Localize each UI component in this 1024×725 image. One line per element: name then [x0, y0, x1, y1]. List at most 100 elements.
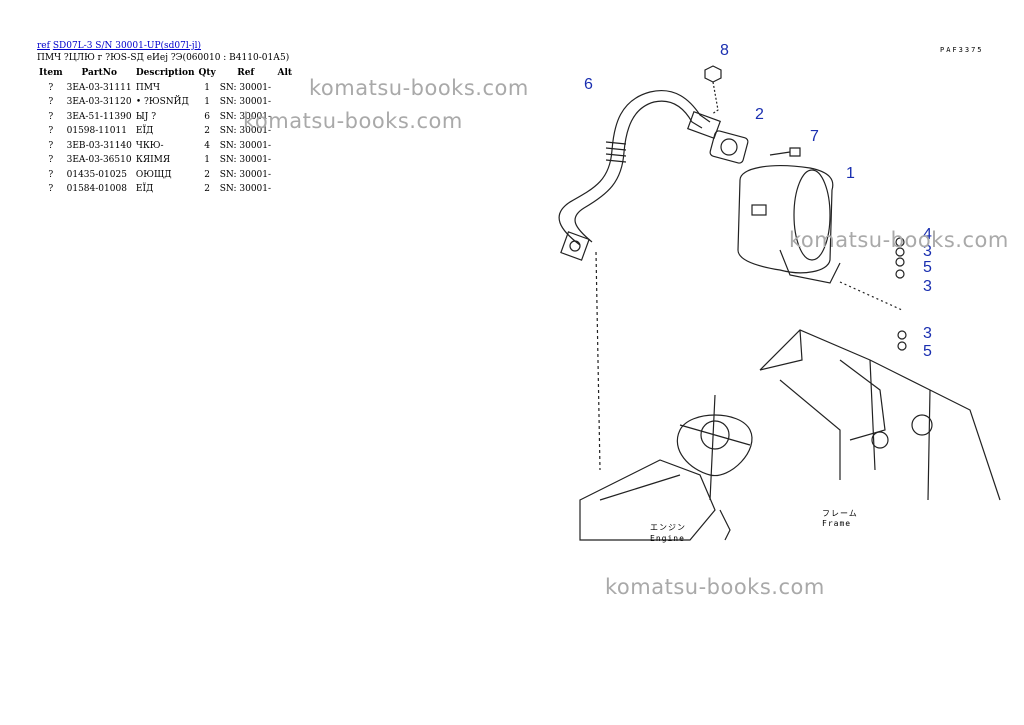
cell-alt: [274, 95, 296, 110]
table-row: ? 01584-01008 ЕЇД 2 SN: 30001-: [37, 182, 296, 197]
frame-label: Frame: [822, 519, 852, 528]
cell-description: ЧКЮ-: [135, 140, 164, 151]
pipe-flange-upper: [686, 110, 722, 140]
cell-qty: 6: [204, 111, 211, 122]
callout-8: 8: [720, 42, 729, 59]
table-row: ? 3EA-51-11390 ЫЈ ? 6 SN: 30001-: [37, 110, 296, 125]
col-header-ref: Ref: [237, 68, 255, 78]
cell-qty: 1: [204, 97, 211, 107]
ref-link[interactable]: ref: [37, 41, 50, 51]
table-row: ? 3EA-03-31120 • ?ЮSNЙД 1 SN: 30001-: [37, 95, 296, 110]
frame: [759, 329, 1001, 501]
watermark: komatsu-books.com: [789, 228, 1009, 252]
table-row: ? 3EA-03-31111 ПМЧ 1 SN: 30001-: [37, 81, 296, 96]
cell-qty: 2: [204, 126, 211, 136]
engine-label-jp: エンジン: [650, 523, 686, 532]
cell-item: ?: [48, 155, 54, 165]
table-row: ? 01435-01025 ОЮЩД 2 SN: 30001-: [37, 168, 296, 183]
table-header-row: Item PartNo Description Qty Ref Alt: [37, 66, 296, 81]
cell-partno: 01584-01008: [66, 184, 127, 194]
cell-qty: 2: [204, 169, 211, 180]
col-header-item: Item: [39, 68, 63, 78]
cell-partno: 3EA-51-11390: [66, 111, 132, 122]
dash-line-engine: [595, 251, 601, 471]
engine-block: [579, 459, 716, 541]
cell-qty: 4: [204, 140, 211, 151]
parts-diagram: [558, 65, 1001, 541]
cell-ref: SN: 30001-: [219, 126, 272, 136]
watermark: komatsu-books.com: [605, 575, 825, 599]
frame-detail: [759, 329, 886, 441]
callout-1: 1: [846, 165, 855, 182]
cell-description: ЫЈ ?: [135, 111, 157, 122]
cell-description: ЕЇД: [135, 126, 154, 136]
pipe-clamp: [605, 141, 627, 163]
cell-description: ОЮЩД: [135, 169, 172, 180]
gasket: [709, 130, 749, 164]
cell-ref: SN: 30001-: [219, 111, 272, 122]
cell-ref: SN: 30001-: [219, 184, 272, 194]
col-header-partno: PartNo: [81, 68, 118, 78]
callout-2: 2: [755, 106, 764, 123]
callout-3: 3: [923, 243, 932, 260]
cell-alt: [274, 182, 296, 197]
callout-3: 3: [923, 325, 932, 342]
cell-partno: 3EA-03-36510: [66, 155, 132, 165]
cell-partno: 3EA-03-31111: [66, 82, 132, 93]
fan: [676, 414, 753, 477]
cell-ref: SN: 30001-: [219, 82, 272, 93]
cell-item: ?: [48, 97, 54, 107]
frame-label-jp: フレーム: [822, 509, 858, 518]
diagram-code: PAF3375: [940, 46, 984, 54]
cell-partno: 3EB-03-31140: [66, 140, 132, 151]
cell-item: ?: [48, 111, 54, 122]
col-header-description: Description: [135, 68, 195, 78]
cell-ref: SN: 30001-: [219, 97, 272, 107]
muffler-body: [737, 165, 834, 274]
cell-item: ?: [48, 126, 54, 136]
engine-label: Engine: [650, 534, 685, 543]
cell-qty: 1: [204, 82, 211, 93]
bolt: [704, 65, 722, 83]
cell-partno: 3EA-03-31120: [66, 97, 132, 107]
cell-description: КЯІМЯ: [135, 155, 171, 165]
cell-item: ?: [48, 140, 54, 151]
tail-pipe: [558, 90, 711, 246]
pipe-flange-lower: [560, 231, 590, 261]
table-row: ? 3EB-03-31140 ЧКЮ- 4 SN: 30001-: [37, 139, 296, 154]
col-header-qty: Qty: [198, 68, 216, 78]
page-header: ref SD07L-3 S/N 30001-UP(sd07l-jl) ПМЧ ?…: [37, 40, 289, 64]
cell-description: ПМЧ: [135, 82, 160, 93]
callout-5: 5: [923, 259, 932, 276]
cell-alt: [274, 168, 296, 183]
model-link[interactable]: SD07L-3 S/N 30001-UP(sd07l-jl): [52, 41, 201, 51]
callout-7: 7: [810, 128, 819, 145]
callout-6: 6: [584, 76, 593, 93]
cell-item: ?: [48, 184, 54, 194]
cell-qty: 1: [204, 155, 211, 165]
section-title: ПМЧ ?ЦЛЮ г ?ЮS-SД еИеј ?Э(060010 : В4110…: [37, 53, 290, 63]
watermark: komatsu-books.com: [243, 109, 463, 133]
callout-4: 4: [923, 226, 932, 243]
cell-ref: SN: 30001-: [219, 155, 272, 165]
table-row: ? 01598-11011 ЕЇД 2 SN: 30001-: [37, 124, 296, 139]
parts-table: Item PartNo Description Qty Ref Alt ? 3E…: [37, 66, 296, 197]
cell-ref: SN: 30001-: [219, 169, 272, 180]
cell-item: ?: [48, 82, 54, 93]
cell-description: ЕЇД: [135, 184, 154, 194]
cell-alt: [274, 81, 296, 96]
col-header-alt: Alt: [277, 68, 293, 78]
cell-qty: 2: [204, 184, 211, 194]
callout-5: 5: [923, 343, 932, 360]
cell-description: • ?ЮSNЙД: [135, 97, 189, 107]
cell-partno: 01435-01025: [66, 169, 127, 180]
tail-pipe-outline: [574, 100, 703, 243]
cell-item: ?: [48, 169, 54, 180]
table-row: ? 3EA-03-36510 КЯІМЯ 1 SN: 30001-: [37, 153, 296, 168]
cell-alt: [274, 139, 296, 154]
watermark: komatsu-books.com: [309, 76, 529, 100]
cell-partno: 01598-11011: [66, 126, 127, 136]
cell-ref: SN: 30001-: [219, 140, 272, 151]
callout-3: 3: [923, 278, 932, 295]
cell-alt: [274, 153, 296, 168]
